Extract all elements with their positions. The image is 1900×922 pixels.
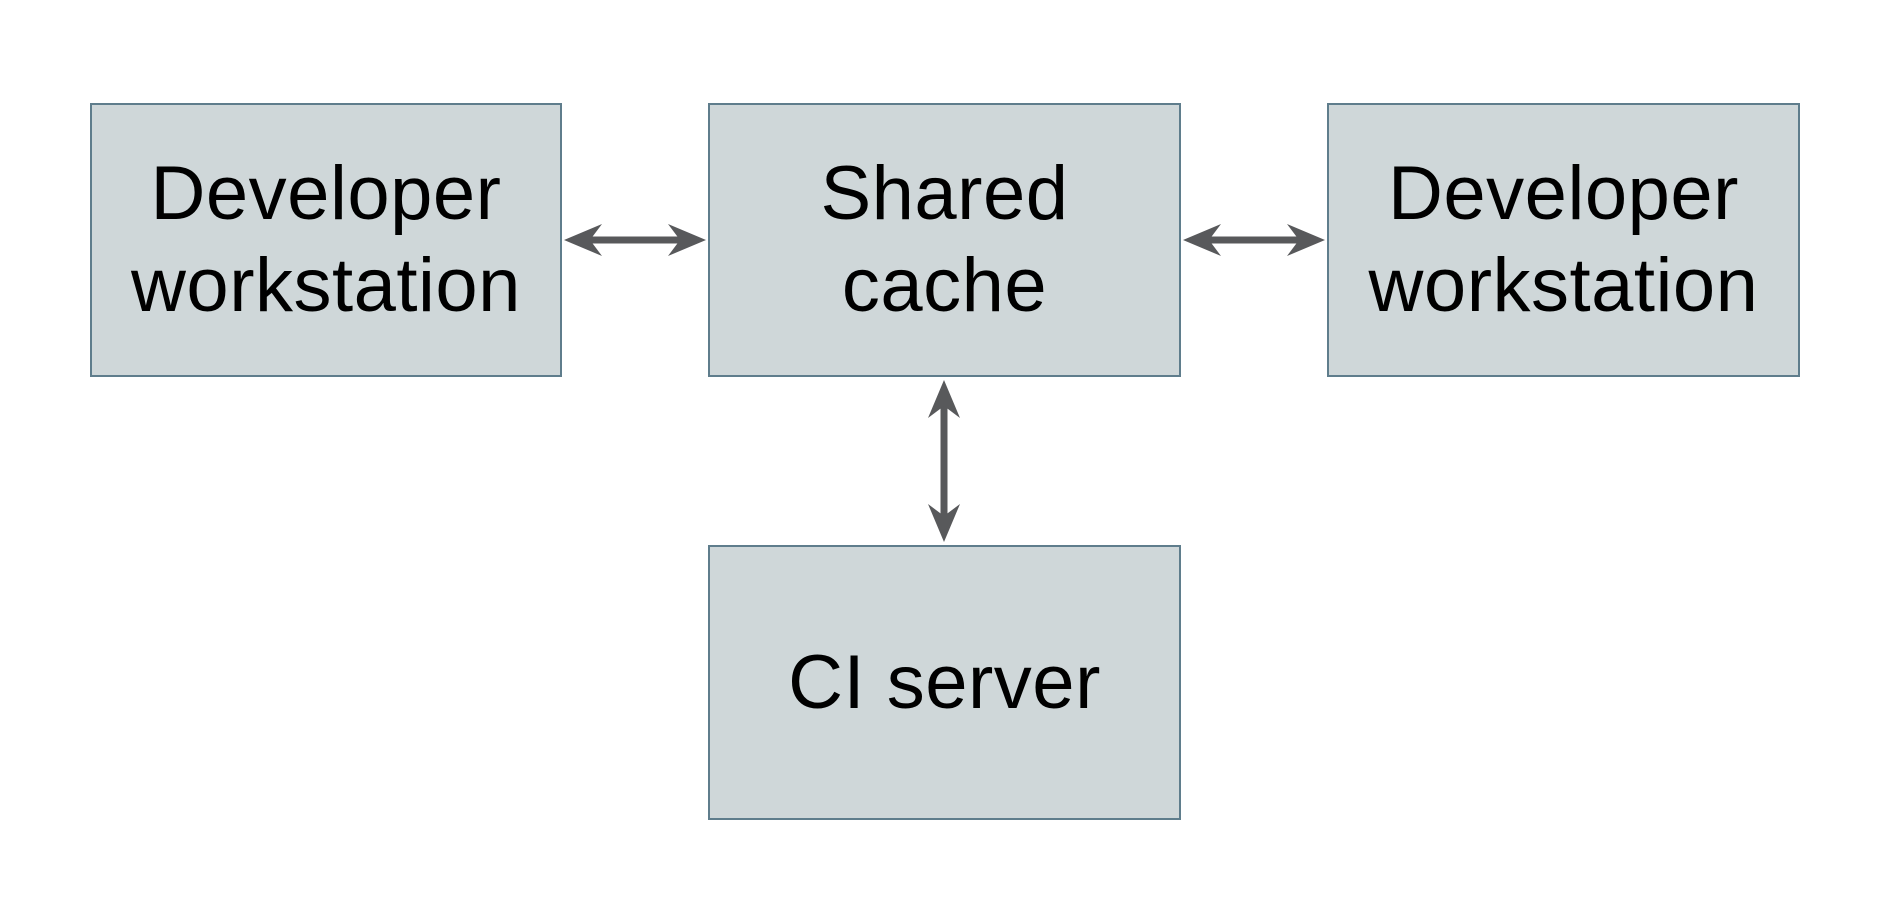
arrow-head xyxy=(1183,224,1221,256)
node-shared-cache-label: cache xyxy=(841,243,1048,328)
arrow-workstation-left-shared-cache xyxy=(564,224,706,256)
node-developer-workstation-right-label: Developer xyxy=(1388,151,1739,236)
node-shared-cache-label: Shared xyxy=(820,151,1069,236)
node-ci-server-label: CI server xyxy=(788,639,1101,725)
arrow-head xyxy=(668,224,706,256)
arrow-head xyxy=(1287,224,1325,256)
arrow-head xyxy=(564,224,602,256)
arrow-head xyxy=(928,504,960,542)
node-developer-workstation-left-label: Developer xyxy=(150,151,502,236)
node-developer-workstation-left-label: workstation xyxy=(131,243,521,328)
node-developer-workstation-right-label: workstation xyxy=(1368,243,1759,328)
arrow-shared-cache-ci-server xyxy=(928,380,960,542)
arrow-shared-cache-workstation-right xyxy=(1183,224,1325,256)
arrow-head xyxy=(928,380,960,418)
node-ci-server: CI server xyxy=(708,545,1181,820)
